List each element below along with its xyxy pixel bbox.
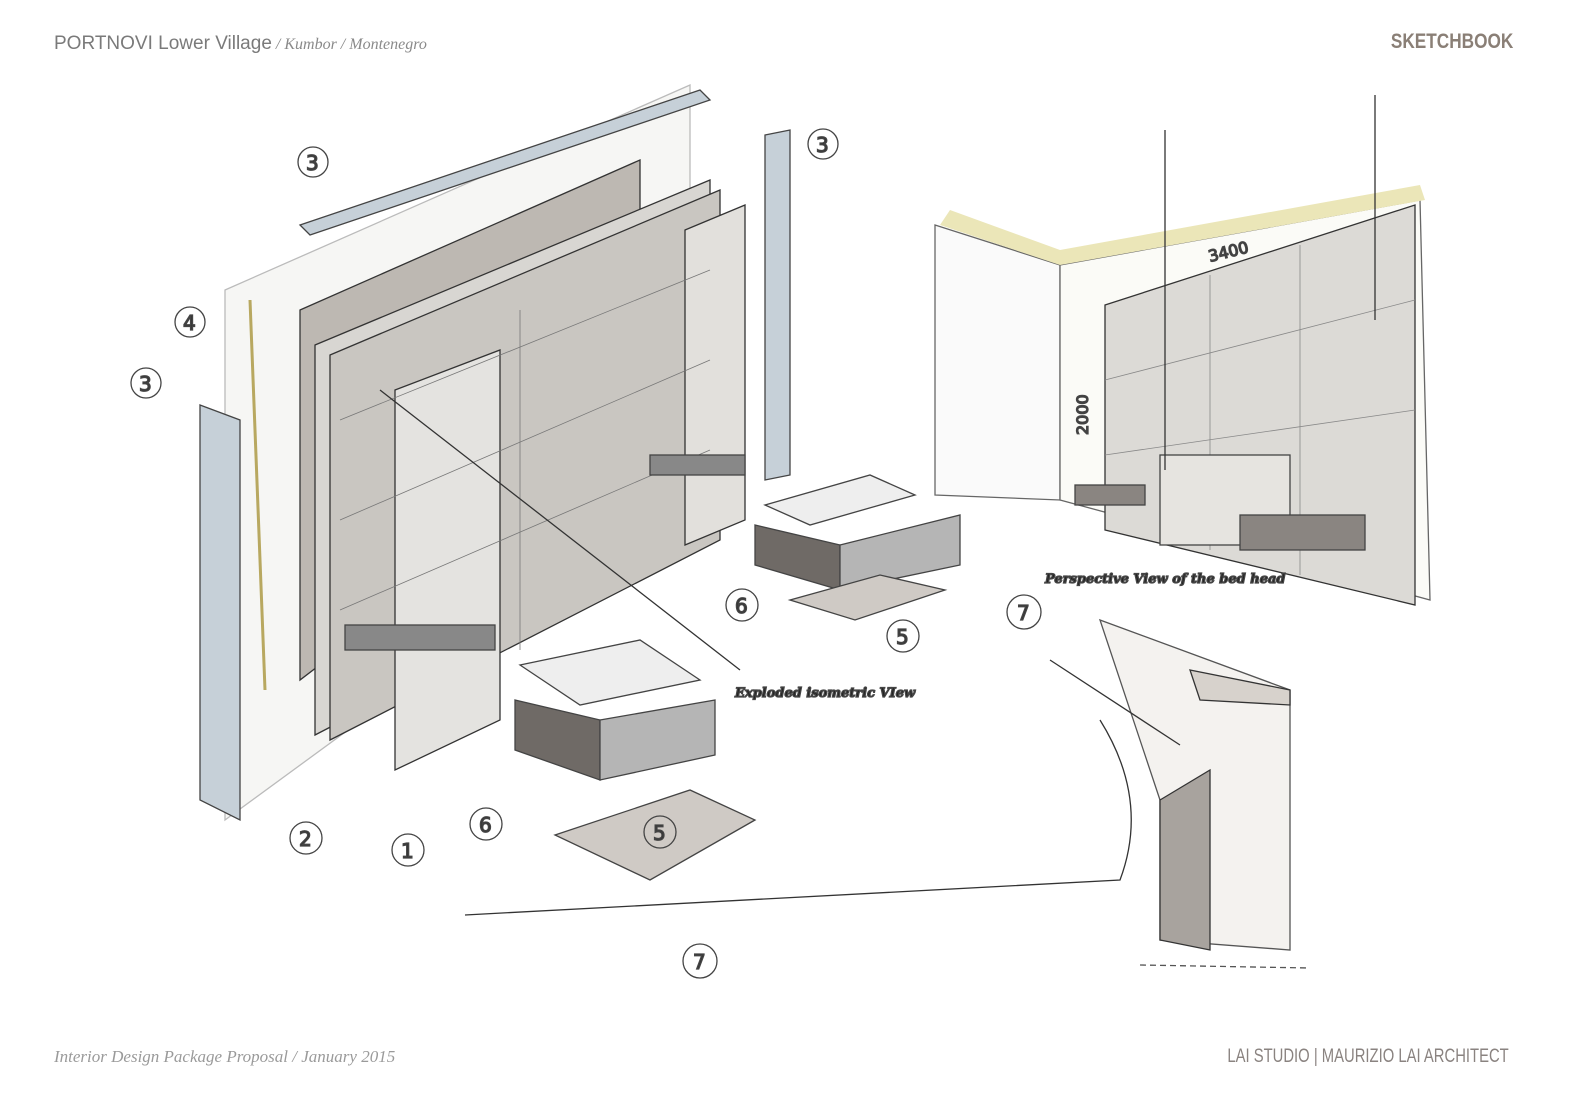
svg-text:3: 3 <box>816 133 829 157</box>
caption-perspective: Perspective View of the bed head <box>1044 572 1285 587</box>
callout-7b: 7 <box>1006 594 1042 630</box>
studio-footer: LAI STUDIO | MAURIZIO LAI ARCHITECT <box>1227 1046 1509 1067</box>
project-location: / Kumbor / Montenegro <box>271 36 427 53</box>
callout-5b: 5 <box>886 619 920 653</box>
callout-6b: 6 <box>725 588 759 622</box>
callout-3b: 3 <box>807 128 839 160</box>
callout-6a: 6 <box>469 807 503 841</box>
section-detail <box>1049 618 1311 969</box>
perspective-view: 3400 2000 Perspective View of the bed he… <box>934 95 1431 606</box>
svg-text:6: 6 <box>479 813 492 837</box>
callout-2: 2 <box>289 821 323 855</box>
exploded-isometric-view: Exploded isometric VIew <box>199 84 1132 916</box>
callout-7a: 7 <box>682 943 718 979</box>
svg-text:7: 7 <box>1017 601 1030 625</box>
svg-text:5: 5 <box>896 625 909 649</box>
svg-text:5: 5 <box>653 821 666 845</box>
svg-text:1: 1 <box>401 839 414 863</box>
section-title: SKETCHBOOK <box>1390 30 1513 53</box>
callout-4: 4 <box>174 306 206 338</box>
dimension-height: 2000 <box>1073 394 1092 435</box>
caption-exploded: Exploded isometric VIew <box>734 686 916 701</box>
svg-text:4: 4 <box>183 311 196 335</box>
svg-text:3: 3 <box>139 372 152 396</box>
callout-1: 1 <box>391 833 425 867</box>
callout-3c: 3 <box>130 367 162 399</box>
svg-text:6: 6 <box>735 594 748 618</box>
project-name: PORTNOVI Lower Village <box>54 33 272 54</box>
callout-numbers: 3 3 4 3 2 1 6 5 7 6 5 7 <box>130 128 1042 979</box>
svg-text:3: 3 <box>306 151 319 175</box>
svg-text:2: 2 <box>299 827 312 851</box>
project-title: PORTNOVI Lower Village / Kumbor / Monten… <box>54 33 427 55</box>
callout-5a: 5 <box>643 815 677 849</box>
proposal-footer: Interior Design Package Proposal / Janua… <box>54 1047 396 1066</box>
callout-3a: 3 <box>297 146 329 178</box>
svg-text:7: 7 <box>693 950 706 974</box>
